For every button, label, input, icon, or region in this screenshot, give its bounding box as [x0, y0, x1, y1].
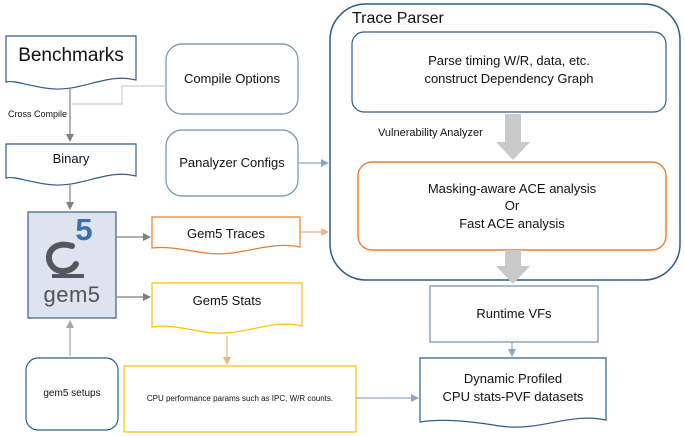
gem5-traces-label: Gem5 Traces [186, 226, 266, 242]
block-arrow-parse-to-ace [496, 114, 530, 160]
gem5-stats-document [151, 282, 303, 334]
parse-timing-label: Parse timing W/R, data, etc. construct D… [424, 53, 594, 86]
benchmarks-document [5, 35, 137, 90]
gem5-setups-box [25, 357, 119, 431]
connector-compile-options [72, 85, 166, 105]
compile-options-label: Compile Options [183, 71, 281, 87]
gem5-traces-document [151, 216, 301, 255]
gem5-logo-five: 5 [75, 212, 93, 248]
trace-parser-title: Trace Parser [352, 10, 444, 28]
vulnerability-analyzer-label: Vulnerability Analyzer [378, 126, 483, 139]
panalyzer-configs-label: Panalyzer Configs [179, 155, 285, 171]
datasets-document [419, 357, 607, 428]
gem5-logo-wordmark: gem5 [43, 282, 101, 308]
binary-document [5, 143, 137, 186]
cpu-params-box [123, 365, 357, 433]
datasets-label: Dynamic Profiled CPU stats-PVF datasets [442, 371, 584, 404]
gem5-setups-label: gem5 setups [43, 388, 101, 400]
ace-analysis-label: Masking-aware ACE analysis Or Fast ACE a… [427, 180, 597, 231]
runtime-vfs-box [429, 285, 599, 343]
parse-timing-box [351, 31, 667, 113]
block-arrow-ace-to-runtime [496, 250, 530, 284]
compile-options-box [165, 43, 299, 115]
binary-label: Binary [52, 151, 90, 167]
cpu-params-label: CPU performance params such as IPC, W/R … [146, 393, 334, 403]
benchmarks-label: Benchmarks [18, 45, 124, 67]
gem5-stats-label: Gem5 Stats [192, 293, 262, 309]
runtime-vfs-label: Runtime VFs [476, 306, 552, 322]
cross-compile-label: Cross Compile [8, 108, 68, 119]
gem5-logo-mark [45, 241, 84, 278]
